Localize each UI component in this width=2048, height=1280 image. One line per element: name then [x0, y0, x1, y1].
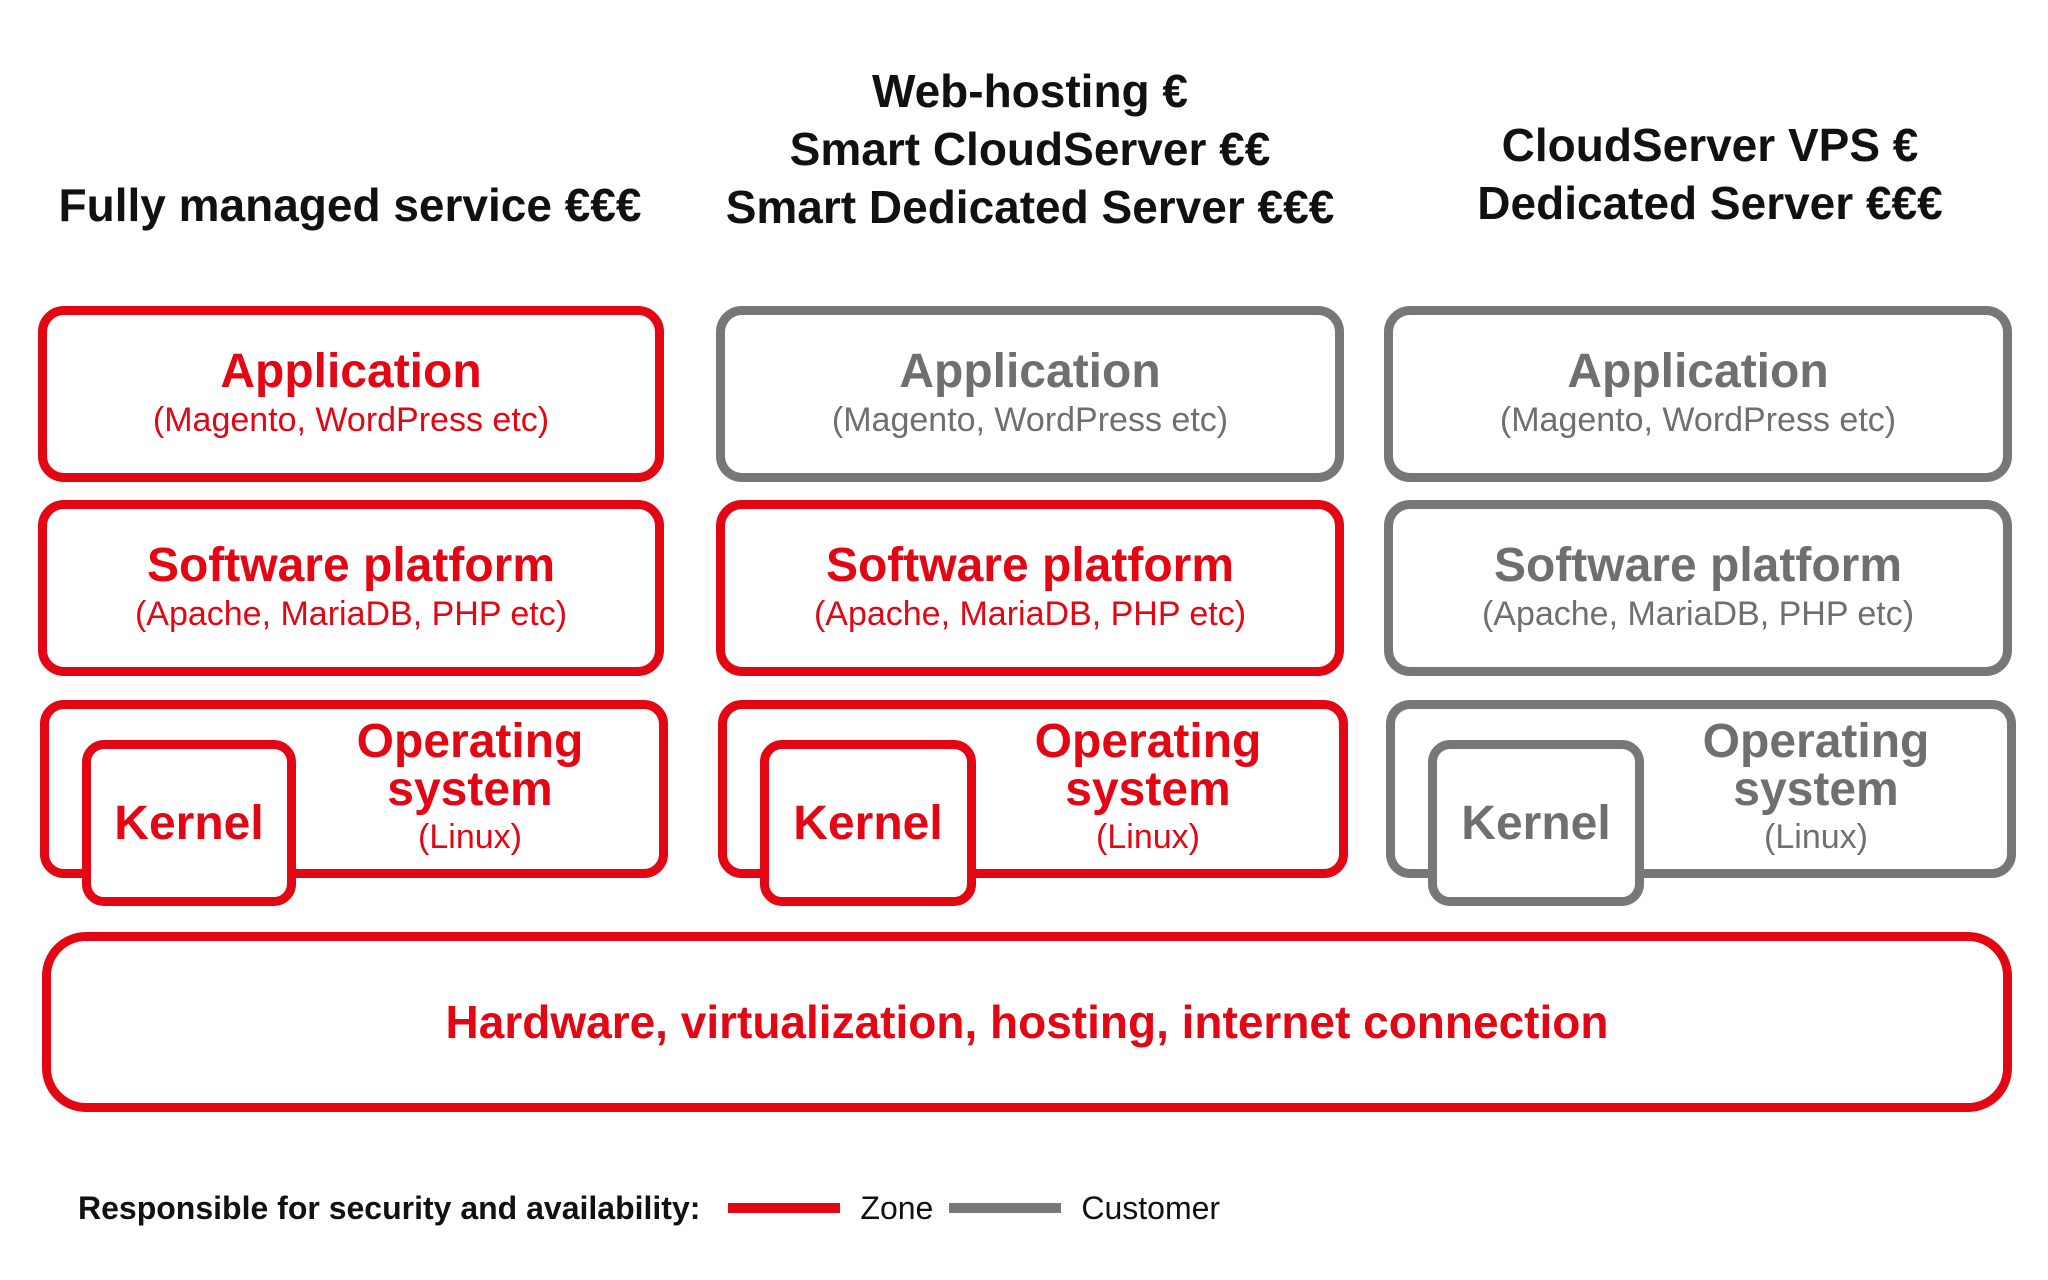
legend-label: Responsible for security and availabilit… — [78, 1189, 701, 1226]
legend-zone-label: Zone — [860, 1189, 934, 1226]
platform-examples: (Apache, MariaDB, PHP etc) — [134, 595, 568, 633]
hardware-layer: Hardware, virtualization, hosting, inter… — [42, 932, 2012, 1112]
platform-examples: (Apache, MariaDB, PHP etc) — [813, 595, 1247, 633]
os-examples: (Linux) — [418, 818, 522, 856]
column-1-kernel-box: Kernel — [82, 740, 296, 906]
platform-title: Software platform — [146, 539, 556, 592]
column-2-os-label: Operating system (Linux) — [998, 718, 1298, 860]
column-2-header-line-2: Smart CloudServer €€ — [789, 123, 1271, 175]
application-title: Application — [1567, 345, 1829, 398]
column-2-application-layer: Application (Magento, WordPress etc) — [716, 306, 1344, 482]
column-3-platform-layer: Software platform (Apache, MariaDB, PHP … — [1384, 500, 2012, 676]
application-title: Application — [220, 345, 482, 398]
legend: Responsible for security and availabilit… — [78, 1188, 1236, 1228]
platform-title: Software platform — [825, 539, 1235, 592]
legend-customer-swatch — [949, 1203, 1062, 1213]
os-examples: (Linux) — [1096, 818, 1200, 856]
column-2-header-line-1: Web-hosting € — [871, 65, 1189, 117]
os-title-line-2: system — [1733, 763, 1899, 816]
os-title-line-2: system — [387, 763, 553, 816]
column-1-platform-layer: Software platform (Apache, MariaDB, PHP … — [38, 500, 664, 676]
legend-zone-swatch — [728, 1203, 841, 1213]
platform-examples: (Apache, MariaDB, PHP etc) — [1481, 595, 1915, 633]
platform-title: Software platform — [1493, 539, 1903, 592]
column-3-kernel-box: Kernel — [1428, 740, 1644, 906]
application-examples: (Magento, WordPress etc) — [1499, 401, 1897, 439]
column-1-header-line-1: Fully managed service €€€ — [58, 179, 642, 231]
column-2-header: Web-hosting € Smart CloudServer €€ Smart… — [690, 62, 1370, 236]
column-2-kernel-box: Kernel — [760, 740, 976, 906]
os-examples: (Linux) — [1764, 818, 1868, 856]
column-2-header-line-3: Smart Dedicated Server €€€ — [725, 181, 1335, 233]
legend-customer-label: Customer — [1081, 1189, 1221, 1226]
column-1-application-layer: Application (Magento, WordPress etc) — [38, 306, 664, 482]
column-3-header-line-1: CloudServer VPS € — [1501, 119, 1919, 171]
os-title-line-1: Operating — [1702, 715, 1930, 768]
column-1-header: Fully managed service €€€ — [20, 176, 680, 234]
application-examples: (Magento, WordPress etc) — [831, 401, 1229, 439]
os-title-line-1: Operating — [1034, 715, 1262, 768]
column-3-os-label: Operating system (Linux) — [1666, 718, 1966, 860]
column-2-platform-layer: Software platform (Apache, MariaDB, PHP … — [716, 500, 1344, 676]
column-1-os-label: Operating system (Linux) — [320, 718, 620, 860]
application-examples: (Magento, WordPress etc) — [152, 401, 550, 439]
column-3-header-line-2: Dedicated Server €€€ — [1477, 177, 1943, 229]
column-3-header: CloudServer VPS € Dedicated Server €€€ — [1380, 116, 2040, 232]
column-3-application-layer: Application (Magento, WordPress etc) — [1384, 306, 2012, 482]
os-title-line-2: system — [1065, 763, 1231, 816]
os-title-line-1: Operating — [356, 715, 584, 768]
application-title: Application — [899, 345, 1161, 398]
